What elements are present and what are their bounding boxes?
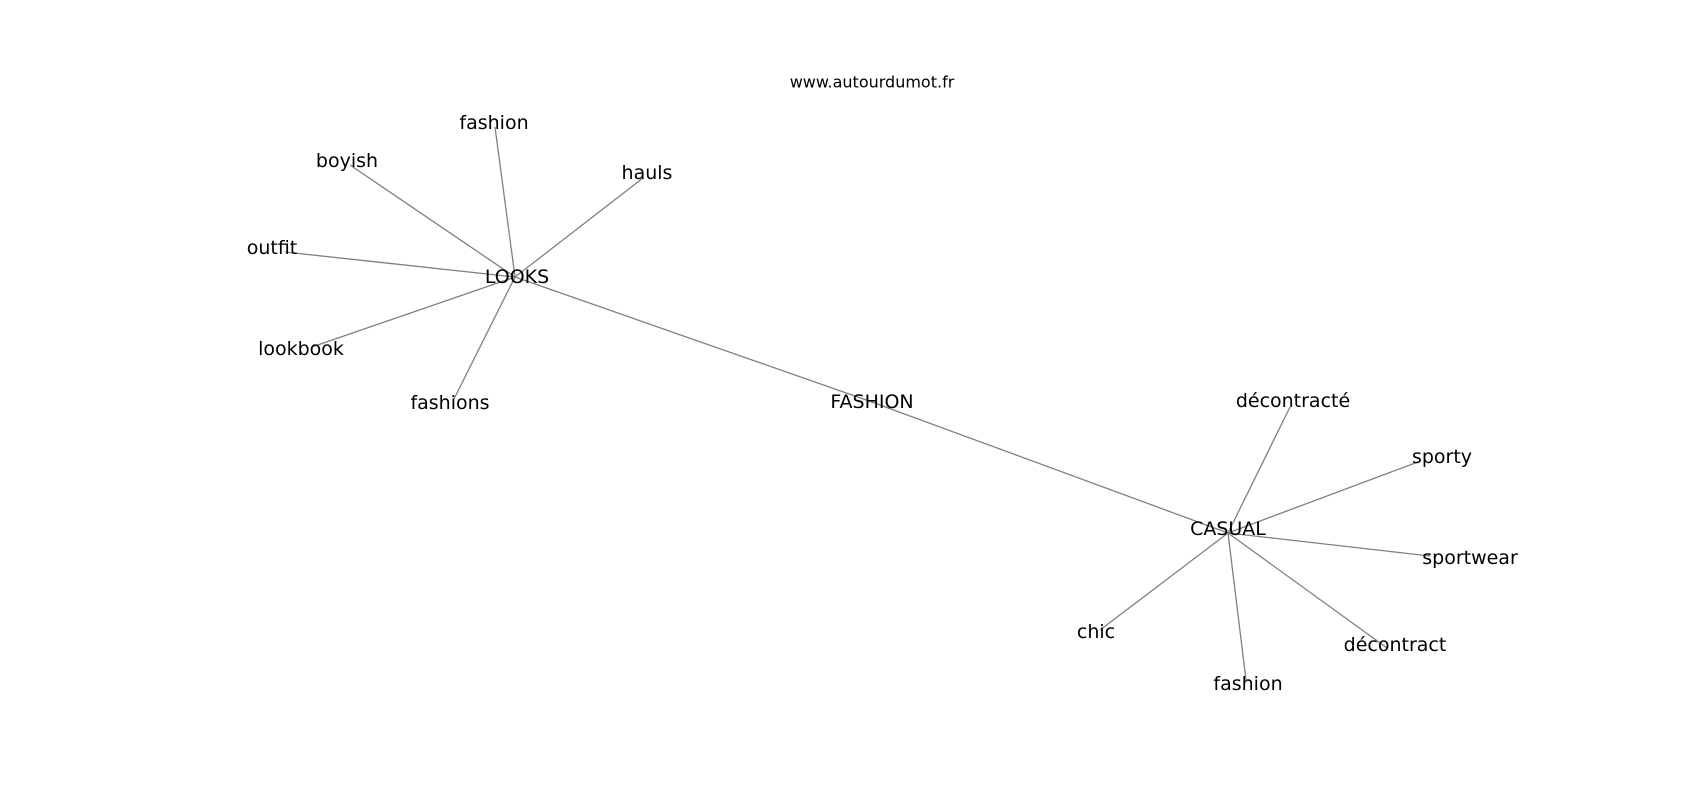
node-label-decontracte[interactable]: décontracté (1236, 390, 1350, 412)
edge-casual-decontract (1227, 532, 1388, 649)
node-label-fashion-center[interactable]: FASHION (830, 391, 913, 413)
edge-looks-outfit (284, 251, 516, 278)
node-label-lookbook[interactable]: lookbook (258, 338, 344, 360)
edge-looks-fashion_center (514, 276, 873, 403)
edge-looks-fashions (453, 276, 516, 400)
edge-casual-casual_fashion (1227, 532, 1247, 681)
watermark-text: www.autourdumot.fr (790, 73, 955, 92)
node-label-boyish[interactable]: boyish (316, 150, 378, 172)
node-label-casual[interactable]: CASUAL (1190, 518, 1266, 540)
edge-casual-sporty (1227, 461, 1419, 534)
edge-casual-sportwear (1227, 532, 1431, 557)
node-label-looks[interactable]: LOOKS (485, 266, 549, 288)
graph-edges (284, 126, 1431, 681)
node-label-chic[interactable]: chic (1077, 621, 1115, 643)
edge-casual-chic (1099, 532, 1229, 631)
edge-looks-lookbook (311, 276, 516, 348)
graph-labels: FASHION LOOKS CASUAL fashion boyish hauls outf… (247, 112, 1518, 695)
edge-looks-boyish (349, 164, 516, 278)
node-label-looks-fashion[interactable]: fashion (459, 112, 528, 134)
node-label-sporty[interactable]: sporty (1412, 446, 1472, 468)
node-label-hauls[interactable]: hauls (622, 162, 673, 184)
node-label-outfit[interactable]: outfit (247, 237, 298, 259)
node-label-decontract[interactable]: décontract (1344, 634, 1447, 656)
edge-casual-decontracte (1227, 406, 1291, 534)
edge-fashion_center-casual (871, 401, 1229, 534)
node-label-casual-fashion[interactable]: fashion (1213, 673, 1282, 695)
edge-looks-hauls (514, 177, 644, 278)
node-label-sportwear[interactable]: sportwear (1422, 547, 1518, 569)
edge-looks-looks_fashion (494, 126, 516, 278)
node-label-fashions[interactable]: fashions (410, 392, 489, 414)
